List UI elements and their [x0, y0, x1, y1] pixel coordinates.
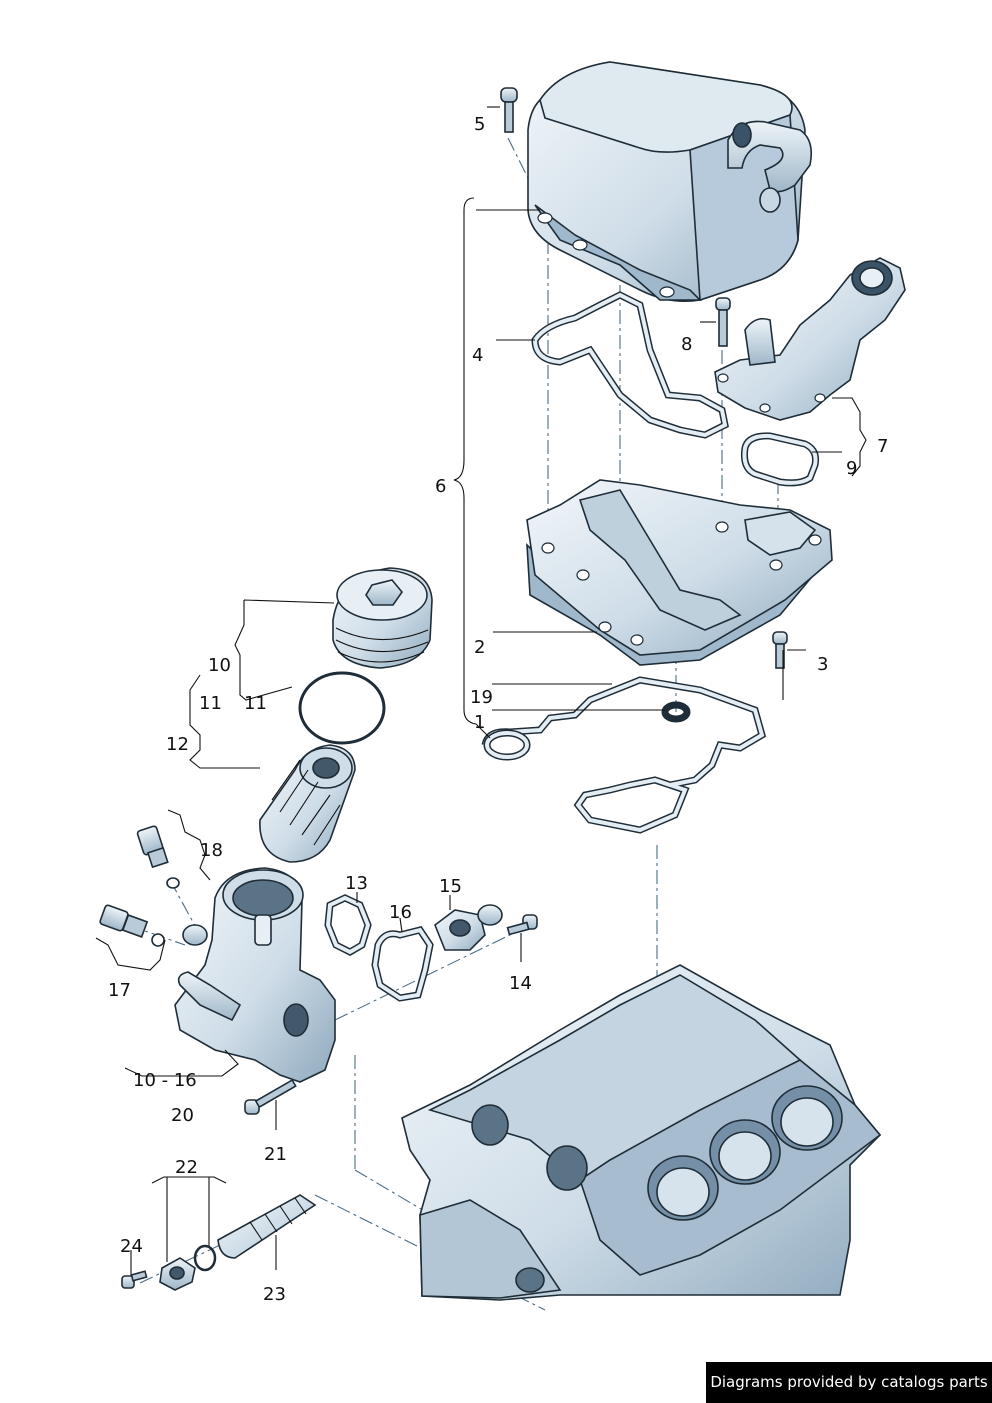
- adapter-plate-2: [526, 479, 833, 666]
- callout-14: 14: [509, 973, 532, 994]
- engine-block: [401, 964, 882, 1301]
- filter-cap-10: [332, 567, 433, 669]
- credit-text: Diagrams provided by catalogs parts: [710, 1373, 988, 1391]
- callout-labels: 5 4 8 7 9 6 2 3 19 1 10 11 11 12 18 13 1…: [108, 114, 888, 1305]
- callout-7: 7: [877, 436, 888, 457]
- outlet-housing-7: [714, 257, 906, 421]
- callout-16: 16: [389, 902, 412, 923]
- callout-17: 17: [108, 980, 131, 1001]
- bolt-5: [500, 87, 518, 133]
- callout-23: 23: [263, 1284, 286, 1305]
- callout-5: 5: [474, 114, 485, 135]
- callout-9: 9: [846, 458, 857, 479]
- callout-10: 10: [208, 655, 231, 676]
- filter-element-12: [259, 744, 356, 863]
- callout-11-left: 11: [199, 693, 222, 714]
- oil-filter-housing-20: [174, 867, 336, 1083]
- callout-22: 22: [175, 1157, 198, 1178]
- callout-19: 19: [470, 687, 493, 708]
- o-ring-11: [298, 671, 386, 745]
- callout-20: 20: [171, 1105, 194, 1126]
- gasket-1: [481, 676, 767, 834]
- oil-cooler: [527, 61, 813, 303]
- sensor-18: [136, 825, 180, 889]
- seal-19: [661, 701, 691, 723]
- sensor-17: [99, 904, 165, 947]
- bolt-14: [506, 914, 538, 936]
- callout-21: 21: [264, 1144, 287, 1165]
- callout-8: 8: [681, 334, 692, 355]
- callout-24: 24: [120, 1236, 143, 1257]
- callout-1: 1: [474, 712, 485, 733]
- callout-4: 4: [472, 345, 483, 366]
- callout-3: 3: [817, 654, 828, 675]
- callout-12: 12: [166, 734, 189, 755]
- callout-15: 15: [439, 876, 462, 897]
- callout-10-16: 10 - 16: [133, 1070, 197, 1091]
- part-22: [159, 1244, 217, 1291]
- callout-6: 6: [435, 476, 446, 497]
- callout-18: 18: [200, 840, 223, 861]
- bolt-21: [244, 1078, 297, 1115]
- callout-13: 13: [345, 873, 368, 894]
- callout-11-right: 11: [244, 693, 267, 714]
- bolt-24: [121, 1270, 148, 1289]
- bolt-8: [715, 297, 731, 347]
- leader-lines: [95, 106, 867, 1275]
- credit-banner: Diagrams provided by catalogs parts: [706, 1362, 992, 1403]
- bolt-3: [772, 631, 788, 669]
- gasket-4: [531, 291, 729, 439]
- part-23: [217, 1194, 317, 1259]
- callout-2: 2: [474, 637, 485, 658]
- thermostat-15: [434, 904, 503, 951]
